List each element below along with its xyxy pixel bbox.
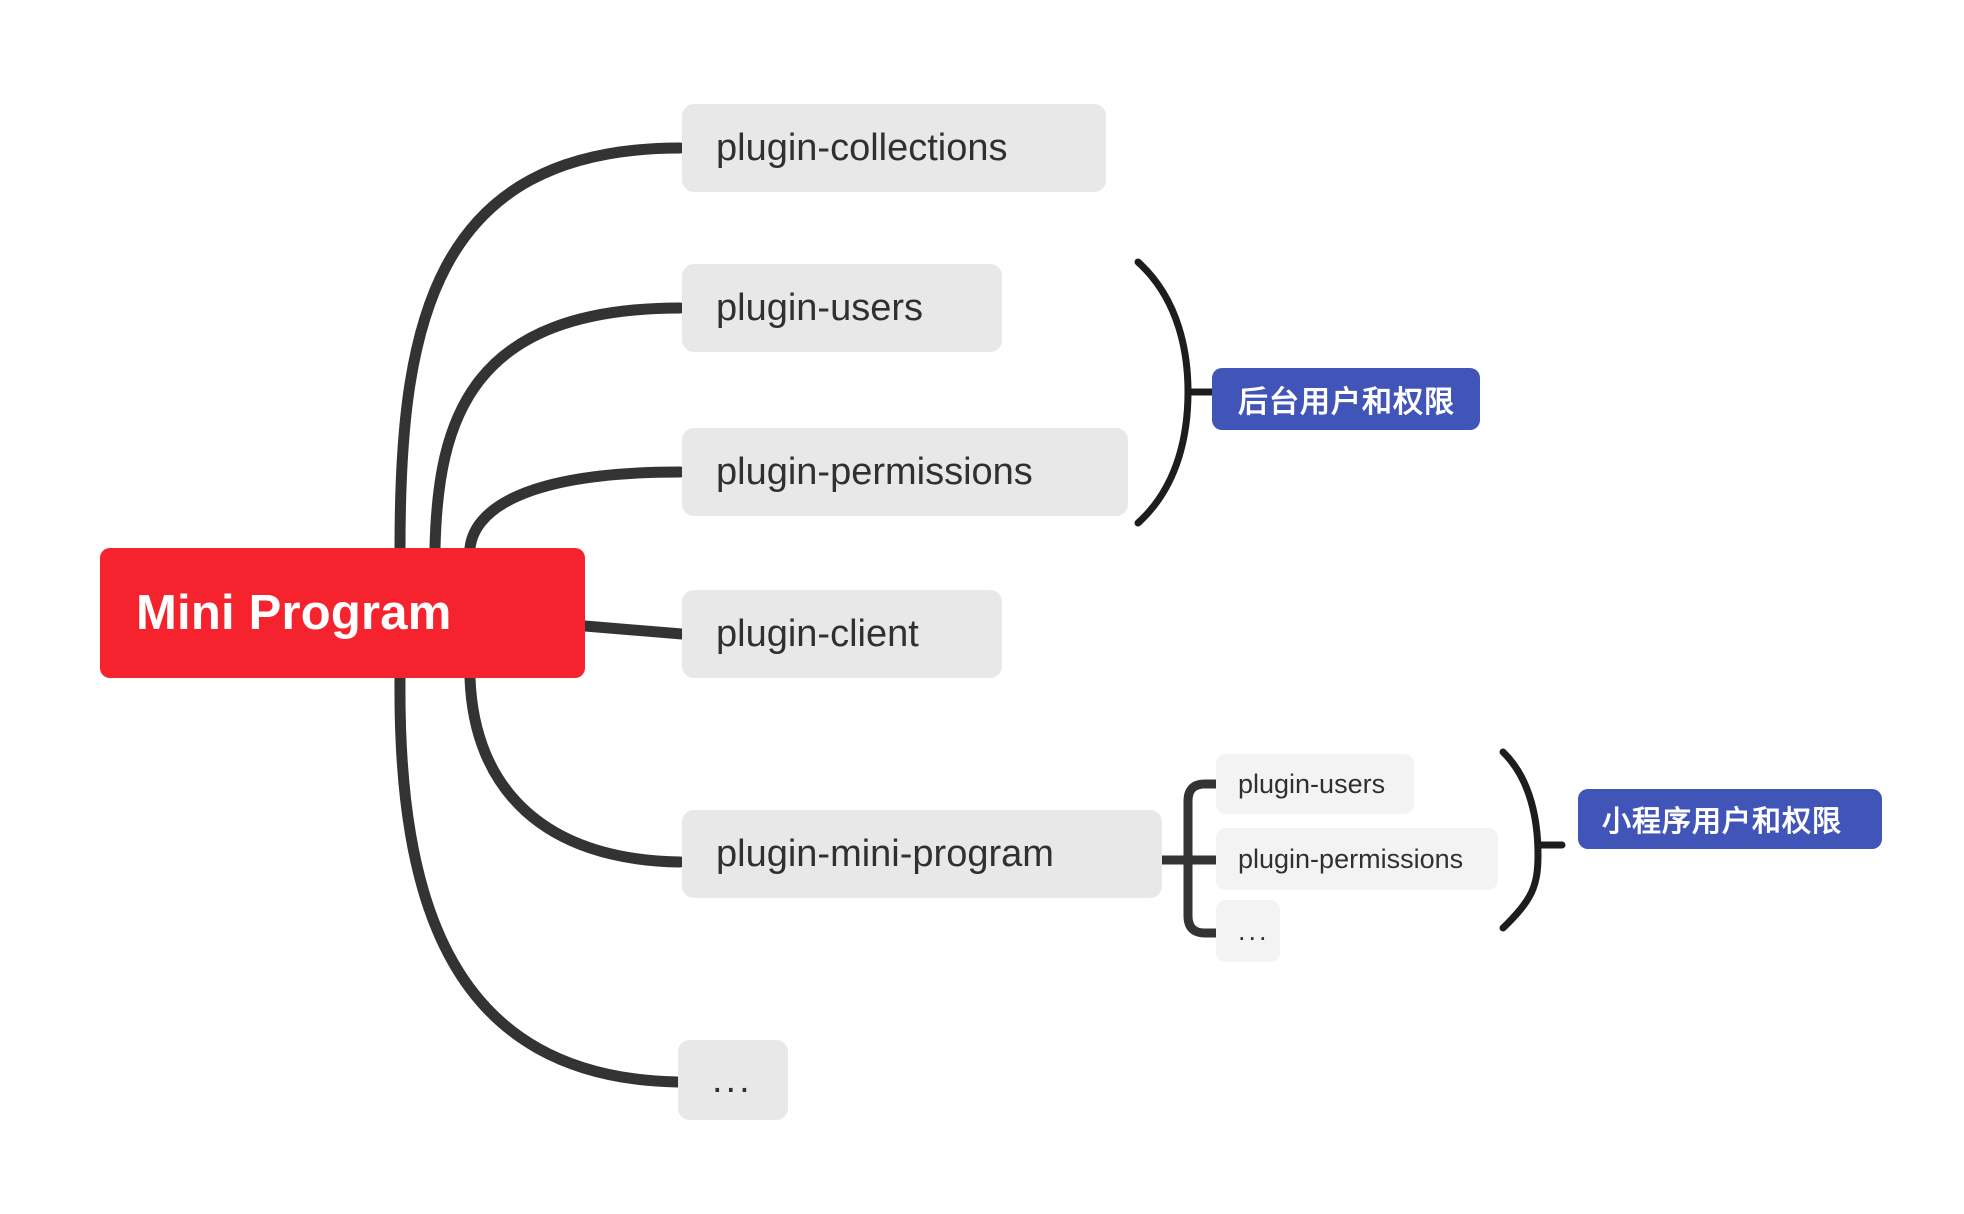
branch-node-label: plugin-permissions — [716, 450, 1033, 493]
branch-node-more[interactable]: ... — [678, 1040, 788, 1120]
leaf-node-label: plugin-permissions — [1238, 843, 1464, 874]
edge-root-to-more — [394, 672, 684, 1088]
badge-label: 后台用户和权限 — [1238, 386, 1455, 419]
leaf-node-label: plugin-users — [1238, 768, 1386, 799]
leaf-node-label: ... — [1238, 915, 1270, 946]
branch-node-label: plugin-client — [716, 612, 919, 655]
edge-root-to-plugin-users — [429, 302, 686, 554]
edge-root-to-plugin-mini-program — [464, 672, 686, 868]
root-node-mini-program[interactable]: Mini Program — [100, 548, 585, 678]
leaf-node-mini-more[interactable]: ... — [1216, 900, 1280, 962]
branch-node-plugin-client[interactable]: plugin-client — [682, 590, 1002, 678]
branch-node-plugin-permissions[interactable]: plugin-permissions — [682, 428, 1128, 516]
branch-node-plugin-mini-program[interactable]: plugin-mini-program — [682, 810, 1162, 898]
edge-root-to-plugin-collections — [394, 142, 686, 554]
branch-node-plugin-users[interactable]: plugin-users — [682, 264, 1002, 352]
branch-node-label: plugin-mini-program — [716, 832, 1054, 875]
badge-mini-users-permissions[interactable]: 小程序用户和权限 — [1578, 789, 1882, 849]
root-node-label: Mini Program — [136, 586, 452, 640]
branch-node-label: ... — [712, 1058, 753, 1101]
branch-node-label: plugin-users — [716, 286, 923, 329]
edge-root-to-plugin-permissions — [464, 466, 686, 554]
leaf-node-mini-plugin-users[interactable]: plugin-users — [1216, 754, 1414, 814]
branch-node-label: plugin-collections — [716, 126, 1008, 169]
branch-node-plugin-collections[interactable]: plugin-collections — [682, 104, 1106, 192]
brace-admin-users-permissions — [1134, 258, 1192, 527]
badge-label: 小程序用户和权限 — [1602, 806, 1843, 838]
leaf-node-mini-plugin-permissions[interactable]: plugin-permissions — [1216, 828, 1498, 890]
badge-admin-users-permissions[interactable]: 后台用户和权限 — [1212, 368, 1480, 430]
edge-root-to-plugin-client — [579, 620, 688, 640]
brace-mini-users-permissions — [1499, 748, 1542, 932]
